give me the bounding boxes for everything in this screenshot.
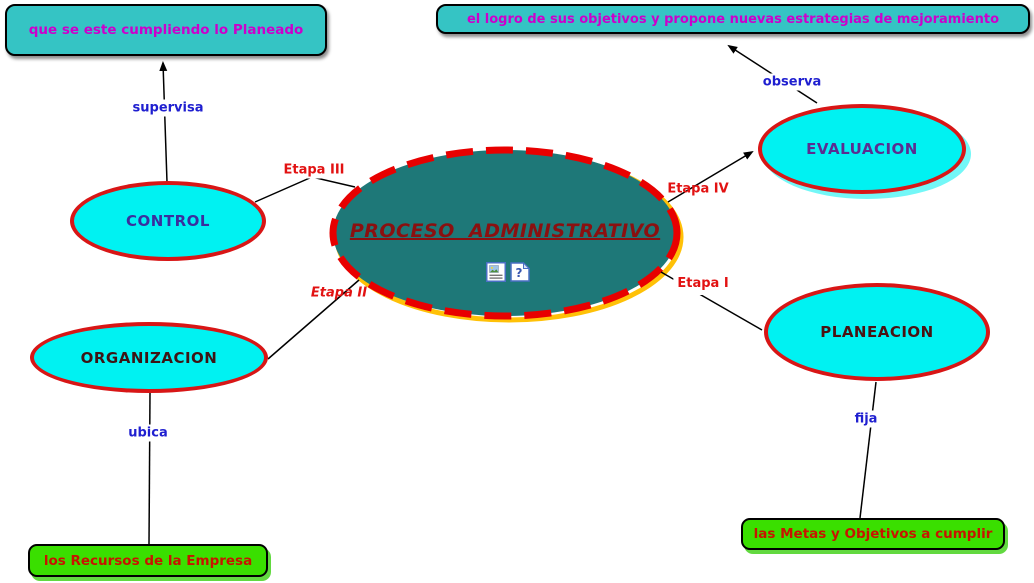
node-planeacion[interactable]: PLANEACION bbox=[764, 283, 990, 381]
central-resource-icons: ? bbox=[486, 261, 531, 282]
callout-top-left-text: que se este cumpliendo lo Planeado bbox=[28, 22, 304, 38]
link-etapa-iv bbox=[667, 150, 754, 203]
link-organizacion-ubica bbox=[148, 392, 151, 545]
callout-bottom-left-text: los Recursos de la Empresa bbox=[43, 552, 253, 569]
node-planeacion-label: PLANEACION bbox=[820, 323, 934, 341]
callout-top-left[interactable]: que se este cumpliendo lo Planeado bbox=[5, 4, 327, 56]
link-control-supervisa bbox=[159, 61, 168, 183]
node-organizacion-label: ORGANIZACION bbox=[80, 348, 218, 367]
link-etapa-iii bbox=[254, 176, 356, 203]
callout-top-right-text: el logro de sus objetivos y propone nuev… bbox=[466, 11, 1000, 27]
link-planeacion-fija bbox=[859, 381, 877, 519]
callout-bottom-left[interactable]: los Recursos de la Empresa bbox=[28, 544, 268, 577]
link-label-observa: observa bbox=[758, 73, 826, 91]
callout-bottom-right[interactable]: las Metas y Objetivos a cumplir bbox=[741, 518, 1005, 550]
central-node-title: PROCESO ADMINISTRATIVO bbox=[349, 220, 661, 242]
callout-bottom-right-text: las Metas y Objetivos a cumplir bbox=[753, 526, 993, 542]
node-control-label: CONTROL bbox=[126, 212, 210, 230]
image-document-icon[interactable] bbox=[486, 262, 506, 282]
svg-text:?: ? bbox=[516, 266, 523, 280]
link-label-etapa-i: Etapa I bbox=[673, 275, 733, 295]
link-label-supervisa: supervisa bbox=[128, 99, 208, 117]
node-evaluacion[interactable]: EVALUACION bbox=[758, 104, 966, 194]
node-organizacion[interactable]: ORGANIZACION bbox=[30, 322, 268, 393]
link-label-etapa-iii: Etapa III bbox=[279, 161, 349, 179]
link-label-ubica: ubica bbox=[124, 424, 172, 442]
question-document-icon[interactable]: ? bbox=[510, 261, 531, 282]
node-evaluacion-label: EVALUACION bbox=[806, 140, 918, 158]
link-label-fija: fija bbox=[850, 410, 882, 428]
link-etapa-ii bbox=[267, 279, 360, 360]
link-label-etapa-iv: Etapa IV bbox=[667, 181, 729, 197]
callout-top-right[interactable]: el logro de sus objetivos y propone nuev… bbox=[436, 4, 1030, 34]
central-node-ellipse[interactable] bbox=[329, 146, 681, 320]
link-label-etapa-ii: Etapa II bbox=[310, 285, 368, 301]
node-control[interactable]: CONTROL bbox=[70, 181, 266, 261]
